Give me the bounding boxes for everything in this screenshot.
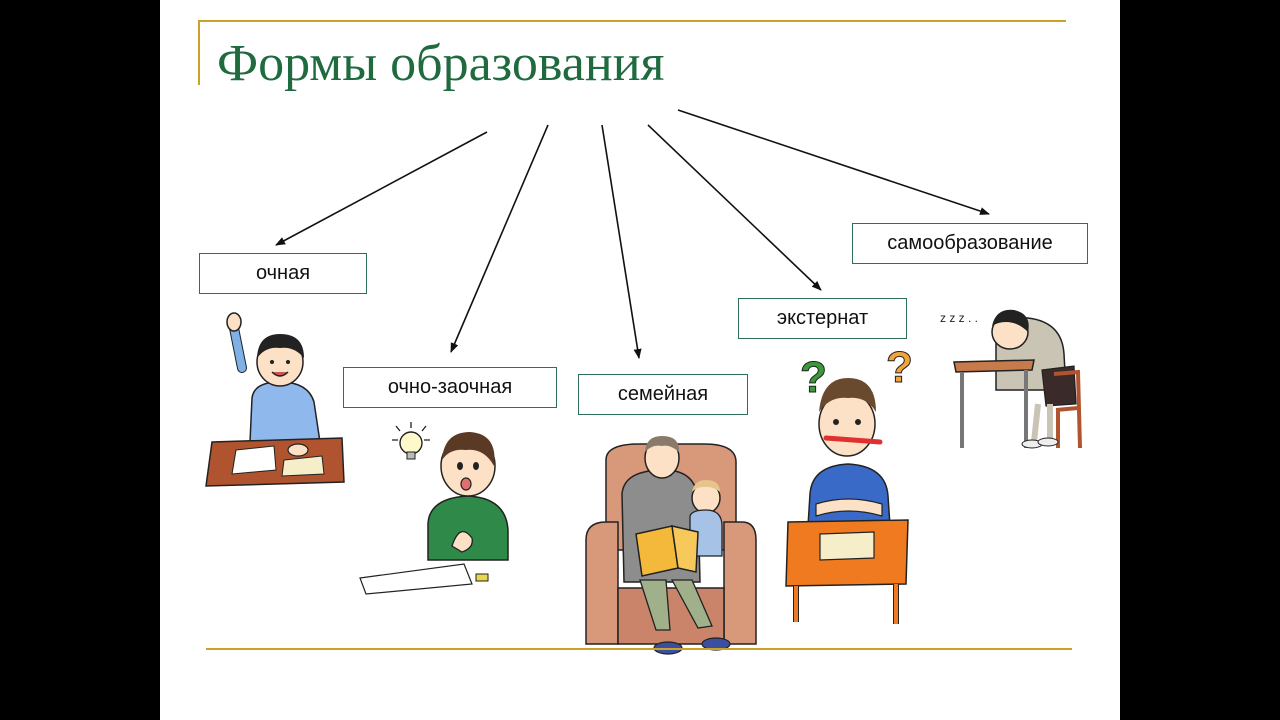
thinking-student-illustration <box>359 422 509 595</box>
arrows <box>275 109 990 359</box>
arrow-ochnaya <box>275 131 488 246</box>
form-box-samoobrazovanie: самообразование <box>852 223 1088 264</box>
slide-title: Формы образования <box>217 35 665 92</box>
bottom-accent-line <box>206 648 1072 650</box>
arrow-ochno-zaochnaya <box>450 124 549 353</box>
form-box-ochnaya: очная <box>199 253 367 294</box>
raised-hand-student-illustration <box>205 312 345 487</box>
form-box-eksternat: экстернат <box>738 298 907 339</box>
family-reading-illustration <box>585 436 757 655</box>
svg-text:?: ? <box>800 353 827 402</box>
left-accent-line <box>198 20 200 85</box>
slide: Формы образования очная очно-заочная сем… <box>160 0 1120 720</box>
top-accent-line <box>198 20 1066 22</box>
arrow-semeinaya <box>601 124 642 359</box>
svg-text:?: ? <box>886 346 912 392</box>
confused-student-illustration: ? ? <box>785 346 912 624</box>
arrow-samoobrazovanie <box>677 109 990 215</box>
arrow-eksternat <box>647 124 822 291</box>
form-box-semeinaya: семейная <box>578 374 748 415</box>
form-box-ochno-zaochnaya: очно-заочная <box>343 367 557 408</box>
sleeping-student-illustration: z z z . . <box>940 309 1082 449</box>
svg-text:z z z . .: z z z . . <box>940 311 978 325</box>
